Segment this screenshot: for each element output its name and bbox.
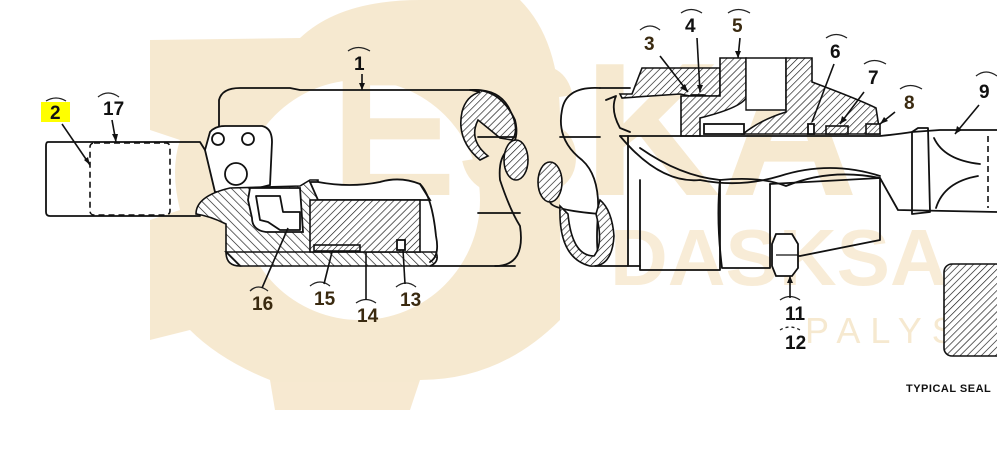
callout-9[interactable]: 9: [979, 82, 990, 103]
bolt-hole-1: [211, 132, 225, 146]
callout-6[interactable]: 6: [830, 42, 841, 63]
callout-8[interactable]: 8: [904, 93, 915, 114]
bolt-head: [224, 162, 248, 186]
callout-2-highlight: [41, 102, 70, 122]
callouts: 2 17 1 16 15 14 13 3: [41, 8, 997, 354]
seal-7: [825, 125, 849, 135]
callout-12[interactable]: 12: [785, 333, 806, 354]
callout-2-leader: [61, 123, 91, 166]
callout-3[interactable]: 3: [644, 34, 655, 55]
callout-2[interactable]: 2: [50, 103, 61, 124]
callout-16[interactable]: 16: [252, 294, 273, 315]
race-left-tube: [477, 136, 521, 214]
right-body-outline: [605, 95, 631, 133]
nut-cavity: [247, 187, 304, 233]
seal-6: [807, 123, 815, 135]
seal-8: [865, 123, 881, 135]
callout-7[interactable]: 7: [868, 68, 879, 89]
left-assembly: [45, 87, 529, 267]
sleeve-lip: [419, 183, 439, 263]
callout-4[interactable]: 4: [685, 16, 696, 37]
callout-6-leader: [811, 63, 835, 123]
end-fitting-curve-bottom: [935, 175, 979, 209]
callout-13[interactable]: 13: [400, 290, 421, 311]
race-right-curve: [560, 87, 601, 255]
callout-1[interactable]: 1: [354, 54, 365, 75]
typical-seal-caption: TYPICAL SEAL: [906, 383, 991, 395]
end-fitting-9: [911, 127, 931, 215]
nut-16: [255, 195, 301, 231]
bolt-hole-2: [241, 132, 255, 146]
seal-13: [396, 239, 406, 251]
callout-11[interactable]: 11: [785, 304, 806, 325]
end-fitting-curve-top: [933, 137, 981, 165]
callout-13-leader: [402, 249, 406, 285]
typical-seal-detail: TYPICAL SEAL: [906, 263, 997, 395]
callout-16-leader: [261, 227, 289, 289]
callout-15-leader: [323, 251, 333, 285]
coupling-left: [639, 179, 721, 271]
ball-right: [537, 161, 563, 203]
thread-region: [89, 142, 171, 216]
callout-4-leader: [696, 37, 701, 93]
race-right-lower: [559, 198, 615, 267]
shaft-wave: [619, 135, 881, 185]
spacer: [703, 123, 745, 135]
callout-17[interactable]: 17: [103, 99, 124, 120]
typical-seal-cross-section: [943, 263, 997, 357]
inlet-pipe-stub: [45, 141, 206, 217]
callout-5[interactable]: 5: [732, 16, 743, 37]
race-left-curve: [469, 89, 522, 267]
center-race: [537, 87, 641, 267]
coupling-mid: [717, 179, 771, 269]
body-outline: [218, 87, 471, 127]
watermark-brand-tertiary: PALYS: [805, 310, 966, 351]
ball-left: [503, 139, 529, 181]
callout-14[interactable]: 14: [357, 306, 379, 327]
port-5: [745, 57, 787, 111]
seal-strip-15: [313, 244, 361, 252]
callout-15[interactable]: 15: [314, 289, 336, 310]
